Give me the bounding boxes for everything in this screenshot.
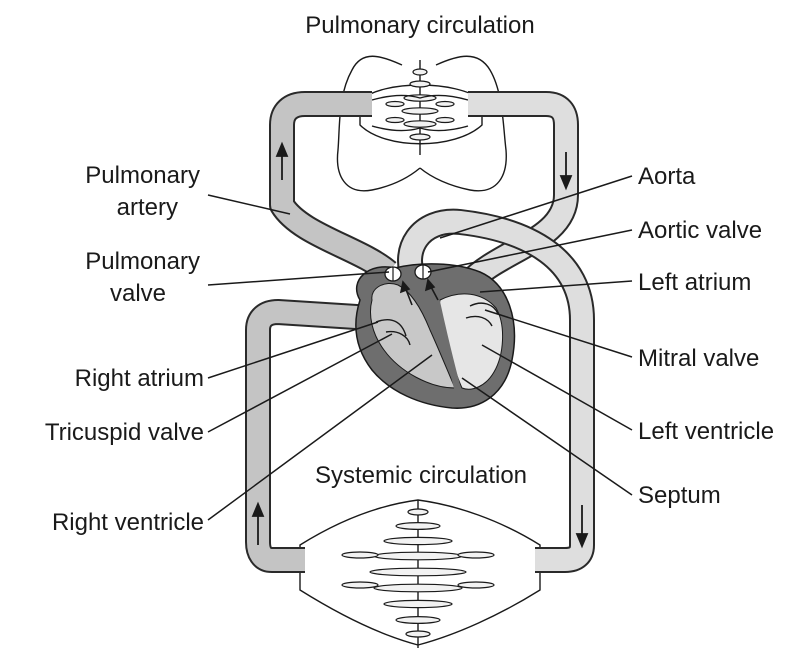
- label-septum: Septum: [638, 482, 721, 509]
- leader-right-atrium: [208, 322, 378, 378]
- label-pulmonary-valve-line2: valve: [110, 280, 166, 307]
- vena-cava: [258, 312, 372, 560]
- label-tricuspid-valve: Tricuspid valve: [45, 419, 204, 446]
- systemic-capillary-bed: [300, 500, 540, 648]
- label-left-atrium: Left atrium: [638, 269, 751, 296]
- pulmonary-capillary-bed: [360, 60, 482, 155]
- label-pulmonary-artery-line1: Pulmonary: [85, 162, 200, 189]
- label-right-ventricle: Right ventricle: [52, 509, 204, 536]
- pulmonary-valve-symbol: [385, 267, 401, 281]
- label-left-ventricle: Left ventricle: [638, 418, 774, 445]
- pulmonary-circulation-title: Pulmonary circulation: [305, 12, 534, 39]
- leader-left-ventricle: [482, 345, 632, 430]
- label-right-atrium: Right atrium: [75, 365, 204, 392]
- leader-left-atrium: [480, 281, 632, 292]
- label-aorta: Aorta: [638, 163, 696, 190]
- leader-tricuspid-valve: [208, 334, 392, 432]
- label-pulmonary-valve-line1: Pulmonary: [85, 248, 200, 275]
- label-mitral-valve: Mitral valve: [638, 345, 759, 372]
- heart: [356, 264, 515, 408]
- lungs: [337, 56, 506, 191]
- leader-right-ventricle: [208, 355, 432, 520]
- label-pulmonary-artery-line2: artery: [117, 194, 178, 221]
- label-aortic-valve: Aortic valve: [638, 217, 762, 244]
- systemic-circulation-title: Systemic circulation: [315, 462, 527, 489]
